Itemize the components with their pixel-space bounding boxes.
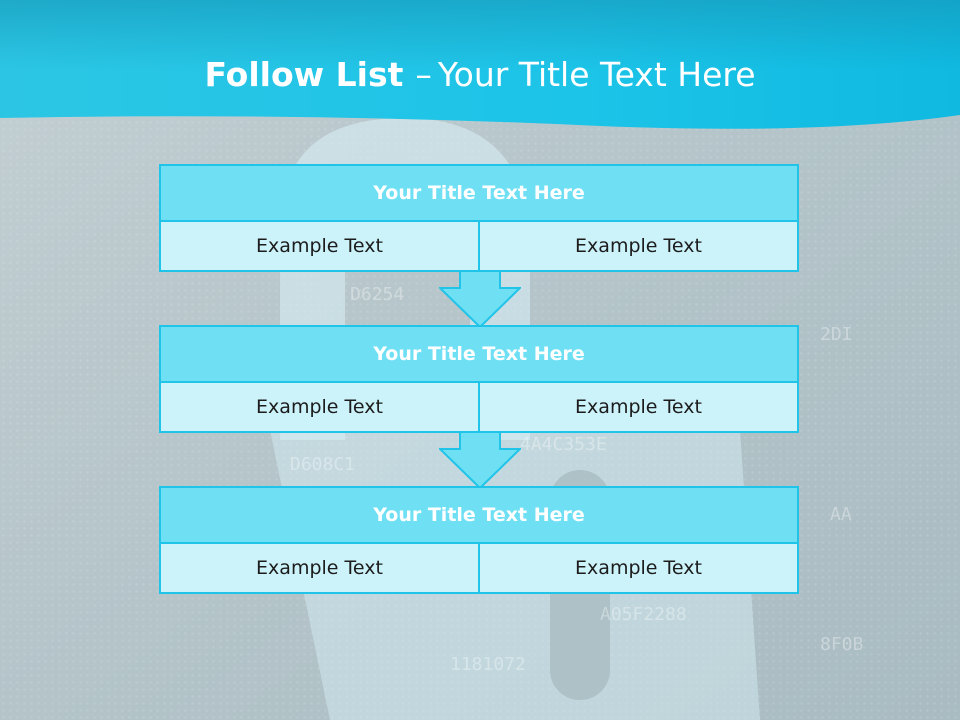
step-title: Your Title Text Here [161, 488, 797, 544]
step-block-1: Your Title Text Here Example Text Exampl… [159, 164, 799, 272]
title-rest: Your Title Text Here [437, 55, 756, 94]
step-title: Your Title Text Here [161, 327, 797, 383]
step-title: Your Title Text Here [161, 166, 797, 222]
step-left-text: Example Text [161, 222, 478, 270]
step-row: Example Text Example Text [161, 222, 797, 270]
svg-text:AA: AA [830, 504, 852, 525]
step-block-2: Your Title Text Here Example Text Exampl… [159, 325, 799, 433]
step-left-text: Example Text [161, 544, 478, 592]
step-left-text: Example Text [161, 383, 478, 431]
slide-title: Follow List–Your Title Text Here [0, 52, 960, 98]
svg-text:8F0B: 8F0B [820, 634, 863, 655]
svg-text:D6254: D6254 [350, 284, 404, 305]
step-row: Example Text Example Text [161, 383, 797, 431]
title-bold: Follow List [204, 55, 404, 94]
step-right-text: Example Text [478, 544, 797, 592]
down-arrow-icon [439, 431, 521, 489]
step-right-text: Example Text [478, 222, 797, 270]
svg-text:D608C1: D608C1 [290, 454, 355, 475]
step-right-text: Example Text [478, 383, 797, 431]
step-block-3: Your Title Text Here Example Text Exampl… [159, 486, 799, 594]
svg-text:1181072: 1181072 [450, 654, 526, 675]
step-row: Example Text Example Text [161, 544, 797, 592]
svg-text:4A4C353E: 4A4C353E [520, 434, 607, 455]
down-arrow-icon [439, 270, 521, 328]
title-separator: – [415, 55, 432, 94]
svg-text:A05F2288: A05F2288 [600, 604, 687, 625]
svg-text:2DI: 2DI [820, 324, 853, 345]
